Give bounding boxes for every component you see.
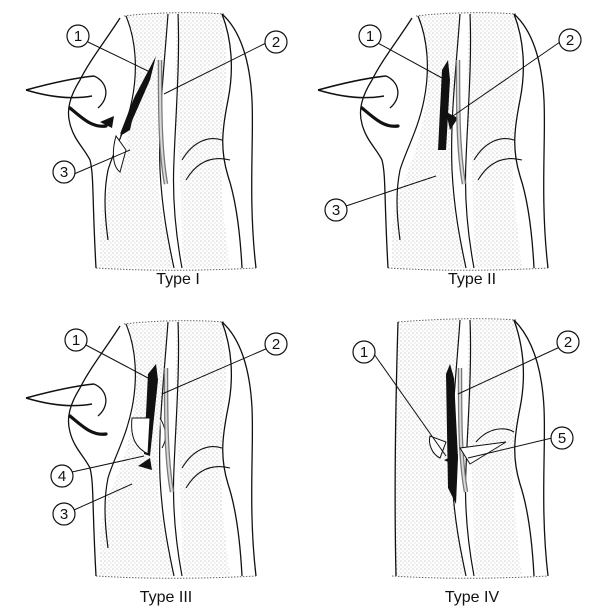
marker-2: 2 (557, 331, 579, 353)
probe-instrument-icon (318, 76, 398, 126)
marker-5: 5 (551, 427, 573, 449)
panel-type-4: 1 2 5 Type IV (353, 319, 579, 606)
svg-text:3: 3 (60, 164, 68, 181)
panel-type-2: 1 2 3 Type II (318, 13, 581, 288)
marker-1: 1 (353, 341, 375, 363)
probe-instrument-icon (26, 384, 106, 434)
svg-text:3: 3 (332, 202, 340, 219)
anatomy-drawing (360, 13, 548, 271)
svg-text:4: 4 (58, 468, 66, 485)
marker-1: 1 (65, 329, 87, 351)
marker-2: 2 (559, 29, 581, 51)
anatomy-drawing (68, 321, 256, 579)
marker-3: 3 (53, 161, 75, 183)
panel-caption: Type I (156, 271, 200, 288)
marker-3: 3 (53, 503, 75, 525)
marker-1: 1 (359, 25, 381, 47)
svg-text:1: 1 (74, 28, 82, 45)
panel-type-1: 1 2 3 Type I (26, 13, 287, 288)
svg-text:5: 5 (558, 430, 566, 447)
svg-text:1: 1 (72, 332, 80, 349)
svg-text:2: 2 (564, 334, 572, 351)
probe-instrument-icon (26, 76, 106, 126)
marker-3: 3 (325, 199, 347, 221)
marker-4: 4 (51, 465, 73, 487)
svg-text:1: 1 (366, 28, 374, 45)
panel-caption: Type II (448, 271, 496, 288)
panel-type-3: 1 2 4 3 Type III (26, 321, 287, 606)
panel-caption: Type IV (445, 589, 500, 606)
svg-text:3: 3 (60, 506, 68, 523)
marker-1: 1 (67, 25, 89, 47)
svg-text:2: 2 (272, 336, 280, 353)
marker-2: 2 (265, 333, 287, 355)
svg-text:1: 1 (360, 344, 368, 361)
marker-2: 2 (265, 31, 287, 53)
panel-caption: Type III (140, 589, 192, 606)
svg-text:2: 2 (272, 34, 280, 51)
svg-text:2: 2 (566, 32, 574, 49)
